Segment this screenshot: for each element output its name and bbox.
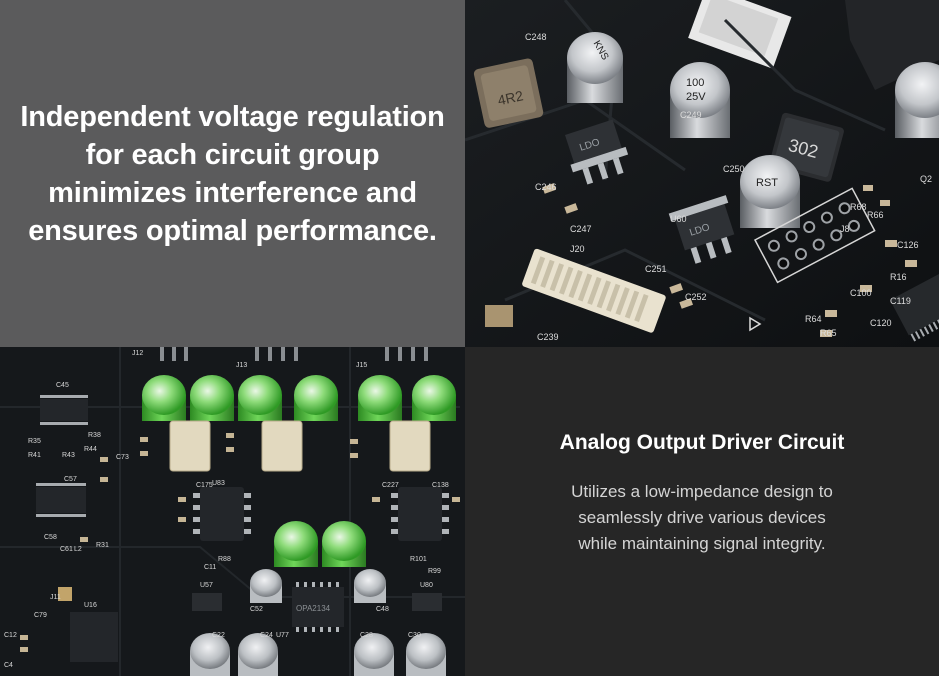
silk-label: C61 [60,546,73,553]
headline-line: for each circuit group [85,138,380,171]
pin-header [753,187,876,284]
feature-title: Analog Output Driver Circuit [559,431,845,454]
silk-label: R66 [867,210,884,220]
silk-label: J8 [840,224,850,234]
silk-label: R64 [805,314,822,324]
silk-label: R88 [218,556,231,563]
silk-label: C52 [250,606,263,613]
silk-label: R41 [28,452,41,459]
silk-label: C252 [685,292,707,302]
silk-label: C100 [850,288,872,298]
silk-label: C120 [870,318,892,328]
silk-label: R44 [84,446,97,453]
silk-label: C22 [212,632,225,639]
pcb-photo-regulators: 4R2 302 KNS 100 25V [465,0,939,347]
silk-label: Q2 [920,174,932,184]
feature-line: Utilizes a low-impedance design to [571,482,833,501]
inductor-small-label: 4R2 [496,87,525,108]
silk-label: C79 [34,612,47,619]
green-capacitors [142,375,456,567]
silk-label: C246 [535,182,557,192]
headline-line: ensures optimal performance. [28,214,437,247]
ldo-regulator: LDO [565,119,629,185]
silk-label: C249 [680,110,702,120]
silk-label: U83 [212,480,225,487]
feature-line: while maintaining signal integrity. [578,534,826,553]
silk-label: U77 [276,632,289,639]
silk-label: R68 [850,202,867,212]
silk-label: C251 [645,264,667,274]
silk-label: J20 [570,244,585,254]
capacitor-label: RST [756,177,778,189]
feature-description: Utilizes a low-impedance design to seaml… [465,479,939,557]
headline-line: minimizes interference and [48,176,417,209]
silk-label: C48 [376,606,389,613]
silk-label: C28 [360,632,373,639]
silk-label: C24 [260,632,273,639]
silk-label: J12 [132,350,143,357]
capacitor-group: KNS 100 25V RST [567,32,939,228]
silk-label: R31 [96,542,109,549]
headline-line: Independent voltage regulation [20,100,445,133]
silk-label: C119 [890,296,911,306]
pcb-photo-analog-output: OPA2134 [0,347,465,676]
silk-label: R65 [820,328,837,338]
silk-label: J11 [50,594,61,601]
opamp-label: OPA2134 [296,604,331,613]
silk-label: C175 [196,482,213,489]
silk-label: C73 [116,454,129,461]
feature-block: Analog Output Driver Circuit Utilizes a … [465,429,939,557]
silk-label: U16 [84,602,97,609]
headline-panel: Independent voltage regulation for each … [0,0,465,347]
silk-label: C248 [525,32,547,42]
capacitor-label: 100 [686,77,704,89]
silk-label: U60 [670,214,687,224]
silk-label: R101 [410,556,427,563]
silk-label: C138 [432,482,449,489]
feature-line: seamlessly drive various devices [578,508,826,527]
silk-label: C239 [537,332,559,342]
silk-label: C227 [382,482,399,489]
silk-label: C126 [897,240,919,250]
silk-label: U57 [200,582,213,589]
silk-label: C11 [204,564,216,571]
silk-label: R99 [428,568,441,575]
silk-label: C250 [723,164,745,174]
silk-label: C12 [4,632,17,639]
silk-label: C4 [4,662,13,669]
fpc-connector [522,248,666,333]
silk-label: R16 [890,272,907,282]
silk-label: R43 [62,452,75,459]
silk-label: C30 [408,632,421,639]
silk-label: R35 [28,438,41,445]
pcb-analog-illustration: OPA2134 [0,347,465,676]
ldo-regulator: LDO [668,195,735,264]
silk-label: C45 [56,382,69,389]
pcb-regulator-illustration: 4R2 302 KNS 100 25V [465,0,939,347]
silk-label: L2 [74,546,82,553]
headline: Independent voltage regulation for each … [8,98,456,250]
op-amp-chips: OPA2134 [193,487,449,632]
silver-capacitors [190,569,446,676]
silk-label: R38 [88,432,101,439]
silk-label: C57 [64,476,77,483]
silk-label: C58 [44,534,57,541]
silk-label: C247 [570,224,592,234]
silk-label: U80 [420,582,433,589]
silk-label: J15 [356,362,367,369]
feature-panel: Analog Output Driver Circuit Utilizes a … [465,347,939,676]
capacitor-label: 25V [686,91,706,103]
silk-label: J13 [236,362,247,369]
